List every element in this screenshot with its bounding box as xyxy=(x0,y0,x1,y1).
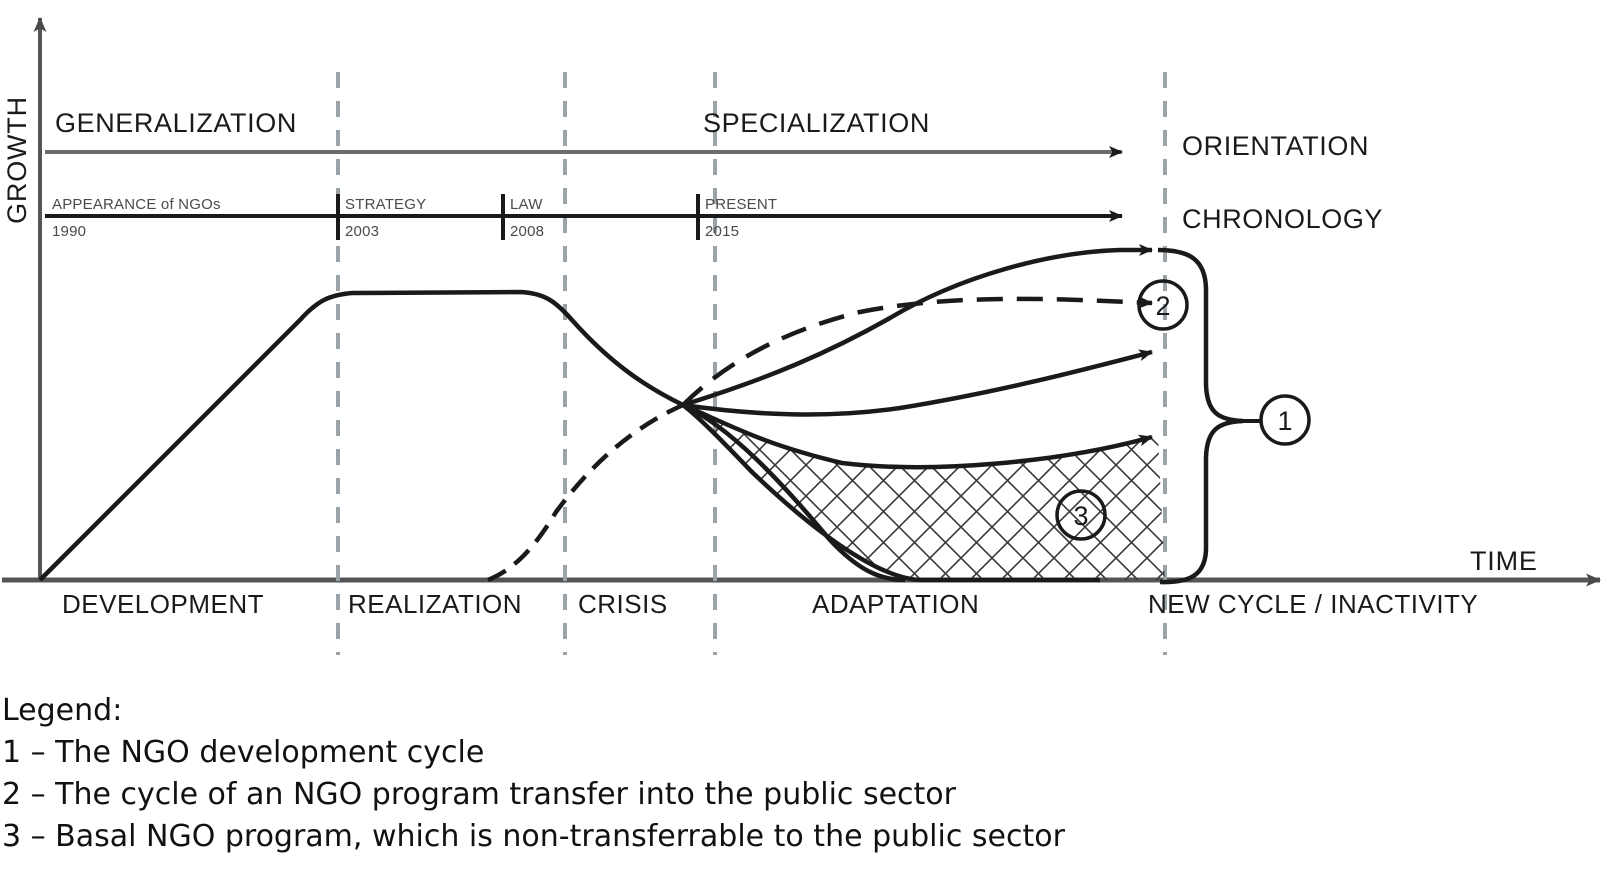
region-3-basal-program xyxy=(683,405,1165,580)
phase-separators xyxy=(336,72,1167,655)
phase-label-crisis: CRISIS xyxy=(578,589,668,619)
chronology-marker-1990: APPEARANCE of NGOs 1990 xyxy=(52,196,221,240)
chronology-marker-2008: LAW 2008 xyxy=(501,194,544,240)
chronology-band: CHRONOLOGY APPEARANCE of NGOs 1990 STRAT… xyxy=(45,194,1383,240)
legend-item-3: 3 – Basal NGO program, which is non-tran… xyxy=(2,819,1065,854)
chronology-marker-2015: PRESENT 2015 xyxy=(696,194,777,240)
row-label-orientation: ORIENTATION xyxy=(1182,131,1369,161)
x-axis-label: TIME xyxy=(1470,546,1538,576)
y-axis-label: GROWTH xyxy=(2,96,32,224)
callout-circle xyxy=(1055,489,1107,541)
chronology-year: 1990 xyxy=(52,223,86,240)
legend-item-2: 2 – The cycle of an NGO program transfer… xyxy=(2,777,956,812)
chronology-label: APPEARANCE of NGOs xyxy=(52,196,221,213)
brace-path xyxy=(1157,247,1244,585)
callout-circle xyxy=(1259,394,1311,446)
callout-number: 2 xyxy=(1155,291,1170,321)
phase-labels: DEVELOPMENT REALIZATION CRISIS ADAPTATIO… xyxy=(62,589,1478,619)
axes: GROWTH TIME xyxy=(2,17,1601,587)
callout-2: 2 xyxy=(1137,279,1189,331)
ngo-development-cycle-diagram: GROWTH TIME GENERALIZATION SPECIALIZATIO… xyxy=(2,17,1601,655)
chronology-label: STRATEGY xyxy=(345,196,426,213)
curve-region3-top xyxy=(682,402,1153,470)
phase-label-adaptation: ADAPTATION xyxy=(812,589,979,619)
callout-3: 3 xyxy=(1055,489,1107,541)
brace-callout-1 xyxy=(1157,247,1262,585)
curve-transfer-dashed xyxy=(681,296,1153,407)
phase-label-realization: REALIZATION xyxy=(348,589,522,619)
phase-label-new-cycle: NEW CYCLE / INACTIVITY xyxy=(1148,589,1478,619)
chronology-year: 2008 xyxy=(510,223,544,240)
chronology-year: 2003 xyxy=(345,223,379,240)
band-label-generalization: GENERALIZATION xyxy=(55,108,297,138)
callout-1: 1 xyxy=(1259,394,1311,446)
curve-main-growth xyxy=(38,289,906,583)
chronology-label: LAW xyxy=(510,196,543,213)
orientation-band: GENERALIZATION SPECIALIZATION ORIENTATIO… xyxy=(45,108,1369,161)
legend-item-1: 1 – The NGO development cycle xyxy=(2,735,485,770)
callout-number: 3 xyxy=(1073,501,1088,531)
curve-specialization-top xyxy=(682,244,1153,408)
legend-title: Legend: xyxy=(2,693,123,728)
callout-number: 1 xyxy=(1277,406,1292,436)
callout-circle xyxy=(1137,279,1189,331)
band-label-specialization: SPECIALIZATION xyxy=(703,108,930,138)
chronology-label: PRESENT xyxy=(705,196,777,213)
curve-cycle-lower xyxy=(682,349,1153,417)
curve-emerging-dashed-rise xyxy=(487,402,684,583)
phase-label-development: DEVELOPMENT xyxy=(62,589,264,619)
legend: Legend: 1 – The NGO development cycle 2 … xyxy=(0,690,1619,858)
chronology-marker-2003: STRATEGY 2003 xyxy=(336,194,426,240)
curve-region3-bottom xyxy=(681,403,1100,583)
row-label-chronology: CHRONOLOGY xyxy=(1182,204,1383,234)
chronology-year: 2015 xyxy=(705,223,739,240)
growth-curves xyxy=(38,244,1153,583)
